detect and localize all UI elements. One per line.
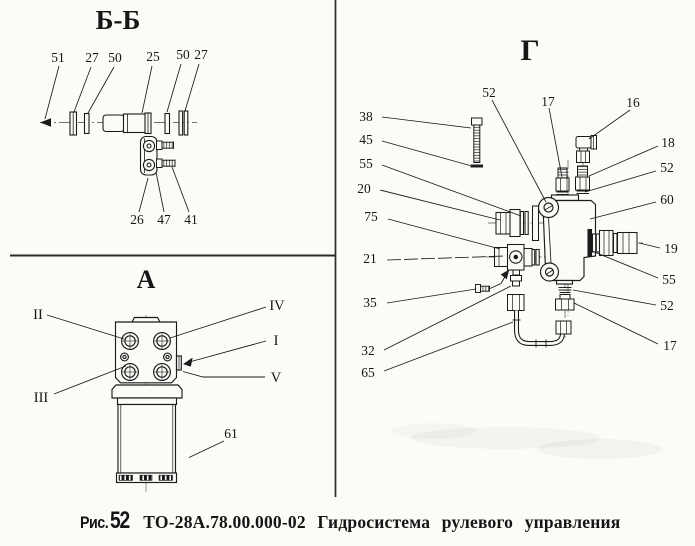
fitting-20: [495, 205, 540, 242]
washer-27-right: [178, 110, 189, 136]
valve-body-60: [537, 194, 597, 285]
part-label-26: 26: [130, 212, 144, 227]
sleeve-25: [102, 112, 152, 135]
figure-title: ТО-28А.78.00.000-02 Гидросистема рулевог…: [143, 512, 621, 532]
part-label-52-right2: 52: [660, 298, 674, 313]
install-arrow: [489, 269, 510, 289]
part-label-32: 32: [361, 343, 375, 358]
figure-number: 52: [109, 507, 130, 534]
bolt-38: [471, 117, 483, 163]
fitting-21: [493, 243, 540, 271]
fitting-19: [587, 228, 638, 258]
tube-65: [512, 310, 565, 348]
tube-nut-right: [555, 320, 572, 335]
fitting-17-bottom: [555, 294, 575, 311]
part-label-50b: 50: [176, 47, 190, 62]
figure-caption: Рис.52 ТО-28А.78.00.000-02 Гидросистема р…: [0, 507, 695, 535]
part-label-61: 61: [224, 426, 238, 441]
bracket-26: [139, 135, 158, 176]
part-label-52-right1: 52: [660, 160, 674, 175]
steering-unit-top-view: [111, 316, 183, 484]
port-III: [121, 363, 139, 381]
fitting-32: [510, 269, 522, 287]
section-bb: Б-Б: [40, 5, 208, 227]
part-label-19: 19: [664, 241, 678, 256]
flange: [111, 384, 183, 399]
a-leaders: [46, 306, 267, 458]
port-I: [153, 363, 171, 381]
bolt-47: [156, 140, 174, 150]
section-a-title: А: [137, 265, 156, 294]
body-61: [115, 403, 178, 484]
bolt-41: [156, 158, 176, 168]
part-label-21: 21: [363, 251, 377, 266]
elbow-fitting-16: [575, 135, 597, 163]
part-label-25: 25: [146, 49, 160, 64]
part-label-II: II: [33, 307, 43, 323]
part-label-III: III: [34, 390, 49, 406]
bolt-35: [475, 284, 490, 293]
a-part-labels: II IV I V III 61: [33, 298, 285, 441]
part-label-27b: 27: [194, 47, 208, 62]
part-label-17-top: 17: [541, 94, 555, 109]
part-label-52-top: 52: [482, 85, 496, 100]
bottom-foot: [555, 279, 574, 285]
tube-nut-left: [507, 294, 525, 311]
technical-drawing: Б-Б: [10, 0, 678, 497]
figure-prefix: Рис.: [80, 513, 109, 532]
part-label-55-right: 55: [662, 272, 676, 287]
section-g: Г: [357, 34, 678, 380]
part-label-55-left: 55: [359, 156, 373, 171]
part-label-17-right: 17: [663, 338, 677, 353]
fitting-17-top: [555, 167, 570, 195]
part-label-38: 38: [359, 109, 373, 124]
panel-dividers: [10, 0, 337, 497]
part-label-35: 35: [363, 295, 377, 310]
section-bb-title: Б-Б: [96, 5, 141, 35]
washer-50-left: [83, 112, 90, 135]
small-port-right: [163, 352, 172, 362]
washer-50-right: [164, 112, 171, 135]
part-label-27a: 27: [85, 50, 99, 65]
part-label-60: 60: [660, 192, 674, 207]
fitting-18: [575, 165, 590, 194]
small-port-left: [120, 352, 129, 362]
part-label-IV: IV: [269, 298, 285, 314]
washer-52-bottom: [558, 287, 572, 293]
part-label-75: 75: [364, 209, 378, 224]
part-label-16: 16: [626, 95, 640, 110]
part-label-18: 18: [661, 135, 675, 150]
port-II: [121, 332, 139, 350]
g-leaders: [379, 99, 661, 372]
scan-smudge: [391, 423, 662, 459]
part-label-47: 47: [157, 212, 171, 227]
boss-screw-bottom: [539, 262, 560, 282]
section-g-title: Г: [520, 34, 539, 67]
part-label-51: 51: [51, 50, 65, 65]
shaft-assembly: [69, 110, 189, 136]
part-label-V: V: [271, 370, 282, 386]
g-part-labels: 52 17 16 38 45 55 20 75 21 35 32 65 18 5…: [357, 85, 678, 380]
part-label-45: 45: [359, 132, 373, 147]
port-IV: [153, 332, 171, 350]
port-circles: [120, 332, 172, 381]
part-label-65: 65: [361, 365, 375, 380]
boss-screw-top: [537, 196, 560, 219]
washer-45: [470, 164, 483, 168]
bb-part-labels: 51 27 50 25 50 27 26 47 41: [51, 47, 208, 227]
part-label-41: 41: [184, 212, 198, 227]
part-label-50a: 50: [108, 50, 122, 65]
bb-leaders: [44, 63, 200, 213]
section-a: А: [33, 265, 285, 492]
part-label-20: 20: [357, 181, 371, 196]
part-label-I: I: [274, 333, 279, 349]
